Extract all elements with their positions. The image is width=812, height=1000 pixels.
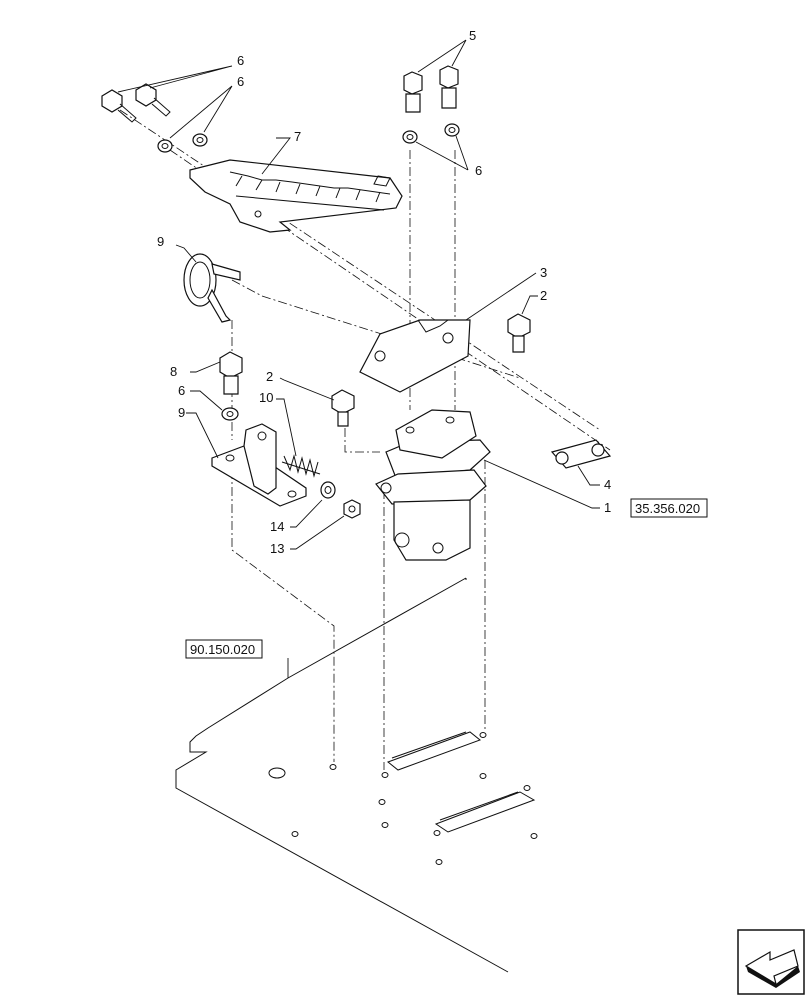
- callout-4: 4: [604, 477, 611, 492]
- support-bracket: [211, 423, 307, 507]
- valve-bolts: [402, 65, 460, 144]
- leader-lines: [117, 39, 600, 678]
- callout-3: 3: [540, 265, 547, 280]
- callout-2-right: 2: [540, 288, 547, 303]
- washer-nut: [320, 481, 361, 519]
- spring: [281, 454, 321, 478]
- callout-6-left: 6: [178, 383, 185, 398]
- callout-9: 9: [178, 405, 185, 420]
- reference-floor[interactable]: 90.150.020: [185, 639, 263, 659]
- bolt-middle: [331, 389, 355, 427]
- pedal: [189, 159, 403, 233]
- link-plate: [550, 439, 612, 469]
- bolt-left: [219, 351, 243, 421]
- callout-2-middle: 2: [266, 369, 273, 384]
- bolt-right: [507, 313, 531, 353]
- pedal-bolts: [101, 83, 208, 153]
- callout-14: 14: [270, 519, 284, 534]
- callout-7: 7: [294, 129, 301, 144]
- callout-6-upper-left: 6: [237, 74, 244, 89]
- reference-valve[interactable]: 35.356.020: [630, 498, 708, 518]
- floor-plate: [175, 577, 538, 973]
- callout-labels: 6 6 5 6 7 9 3 2 2 8 6 10 9 14 13 4 1: [157, 28, 611, 556]
- brake-valve: [375, 409, 491, 561]
- callout-5: 5: [469, 28, 476, 43]
- bracket: [359, 319, 471, 393]
- callout-10: 8: [170, 364, 177, 379]
- reference-valve-label[interactable]: 35.356.020: [635, 501, 700, 516]
- callout-6-upper-right: 6: [475, 163, 482, 178]
- arrow-navigation-icon[interactable]: [737, 929, 805, 995]
- callout-12: 10: [259, 390, 273, 405]
- callout-11: 9: [157, 234, 164, 249]
- callout-1: 1: [604, 500, 611, 515]
- callout-13: 13: [270, 541, 284, 556]
- callout-8: 6: [237, 53, 244, 68]
- reference-floor-label[interactable]: 90.150.020: [190, 642, 255, 657]
- cap: [183, 253, 241, 323]
